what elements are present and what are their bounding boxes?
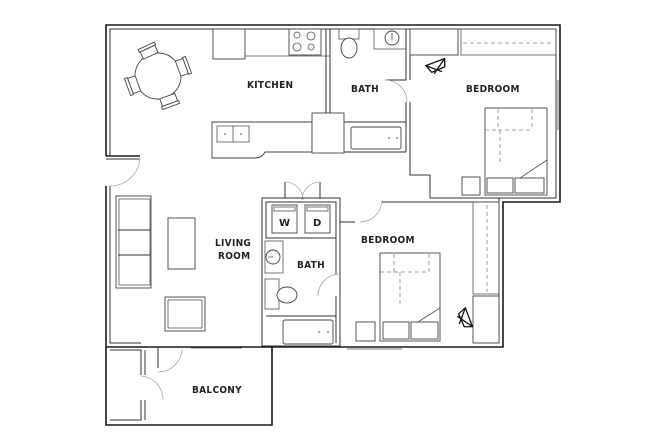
- living-room: LIVING ROOM: [115, 195, 251, 349]
- coffee-table: [167, 217, 196, 270]
- nightstand-2: [355, 321, 376, 342]
- stove: [288, 28, 322, 56]
- washer: [271, 204, 298, 234]
- room-label-bedroom-2: BEDROOM: [361, 235, 415, 246]
- bathtub-2: [282, 319, 334, 345]
- washer-label: W: [279, 218, 290, 229]
- sofa: [115, 195, 152, 289]
- refrigerator: [212, 28, 246, 60]
- bath-1: BATH: [325, 28, 430, 176]
- dryer: [304, 204, 331, 234]
- room-label-living-line1: LIVING: [215, 238, 251, 249]
- closet-1: [409, 28, 459, 56]
- room-label-living-line2: ROOM: [218, 251, 250, 262]
- room-label-bedroom-1: BEDROOM: [466, 84, 520, 95]
- armchair: [164, 296, 206, 332]
- dryer-label: D: [313, 218, 321, 229]
- kitchen-island: [211, 121, 313, 159]
- toilet-2: [276, 286, 298, 304]
- laundry: W D: [261, 181, 341, 347]
- toilet: [340, 37, 358, 59]
- kitchen: KITCHEN: [123, 28, 345, 159]
- room-label-bath-1: BATH: [351, 84, 379, 95]
- room-label-bath-2: BATH: [297, 260, 325, 271]
- column: [311, 112, 345, 154]
- room-label-balcony: BALCONY: [192, 385, 242, 396]
- desk-chair-1: [424, 57, 446, 75]
- bedroom-1: BEDROOM: [409, 28, 559, 199]
- desk-chair-2: [456, 306, 474, 328]
- nightstand-1: [461, 176, 481, 196]
- room-label-kitchen: KITCHEN: [247, 80, 293, 91]
- bath-2: BATH: [264, 238, 341, 345]
- bathtub: [350, 126, 402, 150]
- dining-table: [123, 41, 193, 111]
- balcony: BALCONY: [106, 346, 272, 421]
- bedroom-2: BEDROOM: [339, 198, 500, 350]
